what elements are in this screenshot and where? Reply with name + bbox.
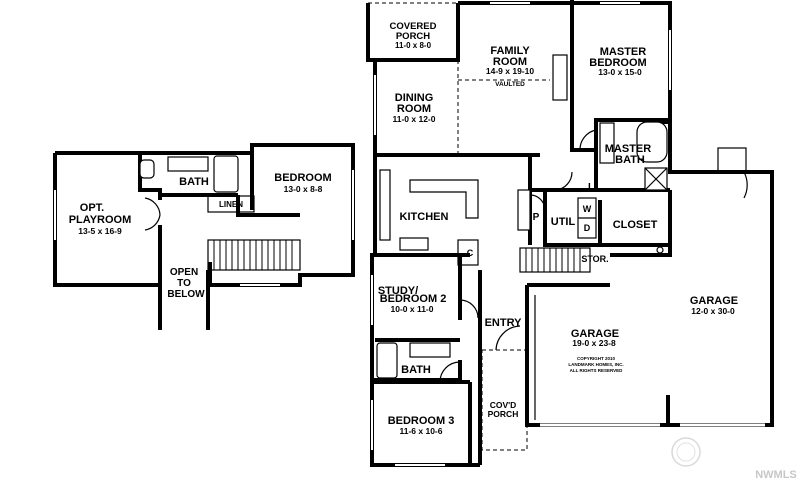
garage2-label: GARAGE <box>690 295 738 307</box>
family-room-dim: 14-9 x 19-10 <box>486 66 534 76</box>
copyright-line-2: LANDMARK HOMES, INC. <box>568 362 623 367</box>
study-dim: 10-0 x 11-0 <box>390 304 433 314</box>
kitchen-range <box>399 237 429 251</box>
covered-porch-label-2: PORCH <box>396 31 430 42</box>
covd-porch-label-2: PORCH <box>488 409 519 419</box>
open-label-1: OPEN <box>170 267 198 278</box>
upper-stair <box>207 239 301 271</box>
master-tub <box>636 121 668 163</box>
kitchen-counter-left <box>379 169 391 241</box>
dining-room-label-1: DINING <box>395 92 434 104</box>
covered-porch-dim: 11-0 x 8-0 <box>395 41 432 50</box>
w-label: W <box>583 204 592 214</box>
upper-bedroom-dim: 13-0 x 8-8 <box>284 184 323 194</box>
copyright-line-3: ALL RIGHTS RESERVED <box>570 368 624 373</box>
family-room-note: VAULTED <box>495 81 525 88</box>
upper-toilet <box>139 159 155 179</box>
d-label: D <box>584 223 591 233</box>
master-bedroom-label-2: BEDROOM <box>589 57 646 69</box>
c-label: C <box>467 248 474 258</box>
main-floor: COVERED PORCH 11-0 x 8-0 FAMILY ROOM 14-… <box>366 0 774 467</box>
l-label: L <box>588 182 594 193</box>
main-bath-label: BATH <box>401 364 431 376</box>
upper-sink <box>167 156 209 172</box>
master-bedroom-dim: 13-0 x 15-0 <box>598 67 642 77</box>
kitchen-island <box>409 179 479 219</box>
copyright-line-1: COPYRIGHT 2010 <box>577 356 616 361</box>
master-bath-label-1: MASTER <box>605 143 652 155</box>
dining-room-label-2: ROOM <box>397 103 431 115</box>
playroom-label-1: OPT. <box>80 202 104 214</box>
linen-label: LINEN <box>219 200 243 209</box>
open-label-3: BELOW <box>167 289 205 300</box>
master-bedroom-label-1: MASTER <box>600 46 647 58</box>
bedroom3-label: BEDROOM 3 <box>388 415 455 427</box>
study-label-2: BEDROOM 2 <box>380 293 447 305</box>
garage2-dim: 12-0 x 30-0 <box>691 306 735 316</box>
stor-label: STOR. <box>581 254 608 264</box>
main-tub <box>376 342 398 379</box>
p-label: P <box>533 212 540 223</box>
nwmls-watermark: NWMLS <box>671 437 797 481</box>
family-room-label-1: FAMILY <box>490 45 530 57</box>
open-label-2: TO <box>177 278 191 289</box>
garage1-label: GARAGE <box>571 328 619 340</box>
closet-label: CLOSET <box>613 219 658 231</box>
upper-floor: OPT. PLAYROOM 13-5 x 16-9 BATH LINEN BED… <box>53 143 355 330</box>
upper-bedroom-label: BEDROOM <box>274 172 331 184</box>
master-vanity <box>599 122 615 164</box>
dining-room-dim: 11-0 x 12-0 <box>392 114 435 124</box>
covd-porch-label-1: COV'D <box>490 400 517 410</box>
bedroom3-dim: 11-6 x 10-6 <box>399 426 442 436</box>
upper-tub <box>213 155 239 193</box>
master-bath-label-2: BATH <box>615 154 645 166</box>
garage1-dim: 19-0 x 23-8 <box>572 338 616 348</box>
upper-bath-label: BATH <box>179 176 209 188</box>
entry-label: ENTRY <box>485 317 523 329</box>
playroom-label-2: PLAYROOM <box>69 214 132 226</box>
kitchen-label: KITCHEN <box>400 211 449 223</box>
covered-porch-label-1: COVERED <box>390 21 437 32</box>
kitchen-counter-right <box>517 189 531 231</box>
study-label-1: STUDY/ <box>378 285 418 297</box>
main-sink <box>409 342 451 358</box>
playroom-dim: 13-5 x 16-9 <box>78 226 122 236</box>
family-room-label-2: ROOM <box>493 56 527 68</box>
fireplace <box>552 54 568 101</box>
util-label: UTIL <box>551 216 576 228</box>
watermark-text: NWMLS <box>755 469 797 481</box>
main-stair <box>519 247 591 273</box>
